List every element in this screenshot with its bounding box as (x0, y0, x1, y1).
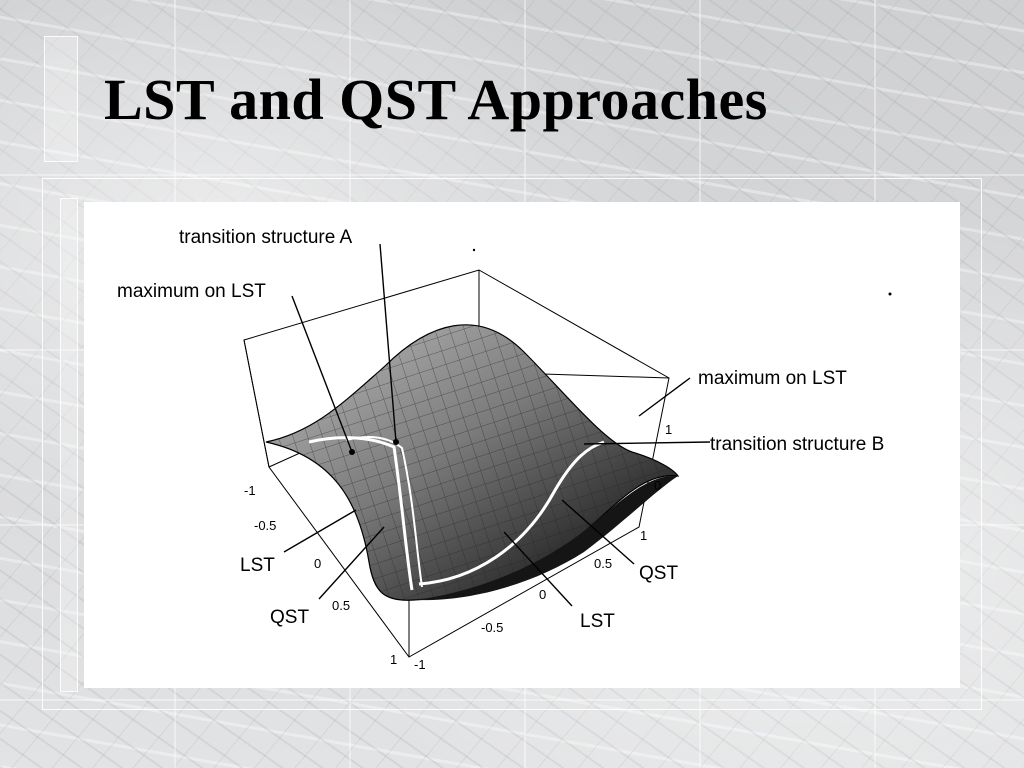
scan-speck (472, 248, 476, 252)
potential-energy-surface (265, 324, 680, 601)
reaction-paths (308, 435, 605, 591)
content-frame (42, 178, 982, 710)
bottom-axis-tick: 0.5 (594, 556, 612, 571)
label-qst-right: QST (639, 563, 678, 584)
left-axis-tick: 0 (314, 556, 321, 571)
right-axis-tick: 1 (665, 422, 672, 437)
title-accent-bar (44, 36, 78, 162)
bottom-axis-tick: 0 (539, 587, 546, 602)
label-maximum-on-lst-left: maximum on LST (117, 281, 266, 302)
slide-title: LST and QST Approaches (104, 67, 768, 132)
content-accent-bar (60, 198, 78, 692)
left-axis-tick: 0.5 (332, 598, 350, 613)
bottom-axis-tick: 1 (640, 528, 647, 543)
bottom-axis-tick: -1 (414, 657, 426, 672)
leader-lines (283, 243, 711, 607)
right-axis-tick: 0 (654, 478, 661, 493)
left-axis-tick: -0.5 (254, 518, 276, 533)
transition-a-marker (393, 439, 399, 445)
label-lst-bottom: LST (580, 611, 615, 632)
label-maximum-on-lst-right: maximum on LST (698, 368, 847, 389)
maximum-left-marker (349, 449, 355, 455)
label-lst-left: LST (240, 555, 275, 576)
label-qst-left: QST (270, 607, 309, 628)
label-transition-structure-b: transition structure B (710, 434, 884, 455)
figure-panel: transition structure A maximum on LST ma… (84, 202, 960, 688)
label-transition-structure-a: transition structure A (179, 227, 353, 248)
bottom-axis-tick: -0.5 (481, 620, 503, 635)
surface-plot-figure: transition structure A maximum on LST ma… (117, 227, 892, 672)
left-axis-tick: 1 (390, 652, 397, 667)
left-axis-tick: -1 (244, 483, 256, 498)
scan-speck (888, 292, 892, 296)
